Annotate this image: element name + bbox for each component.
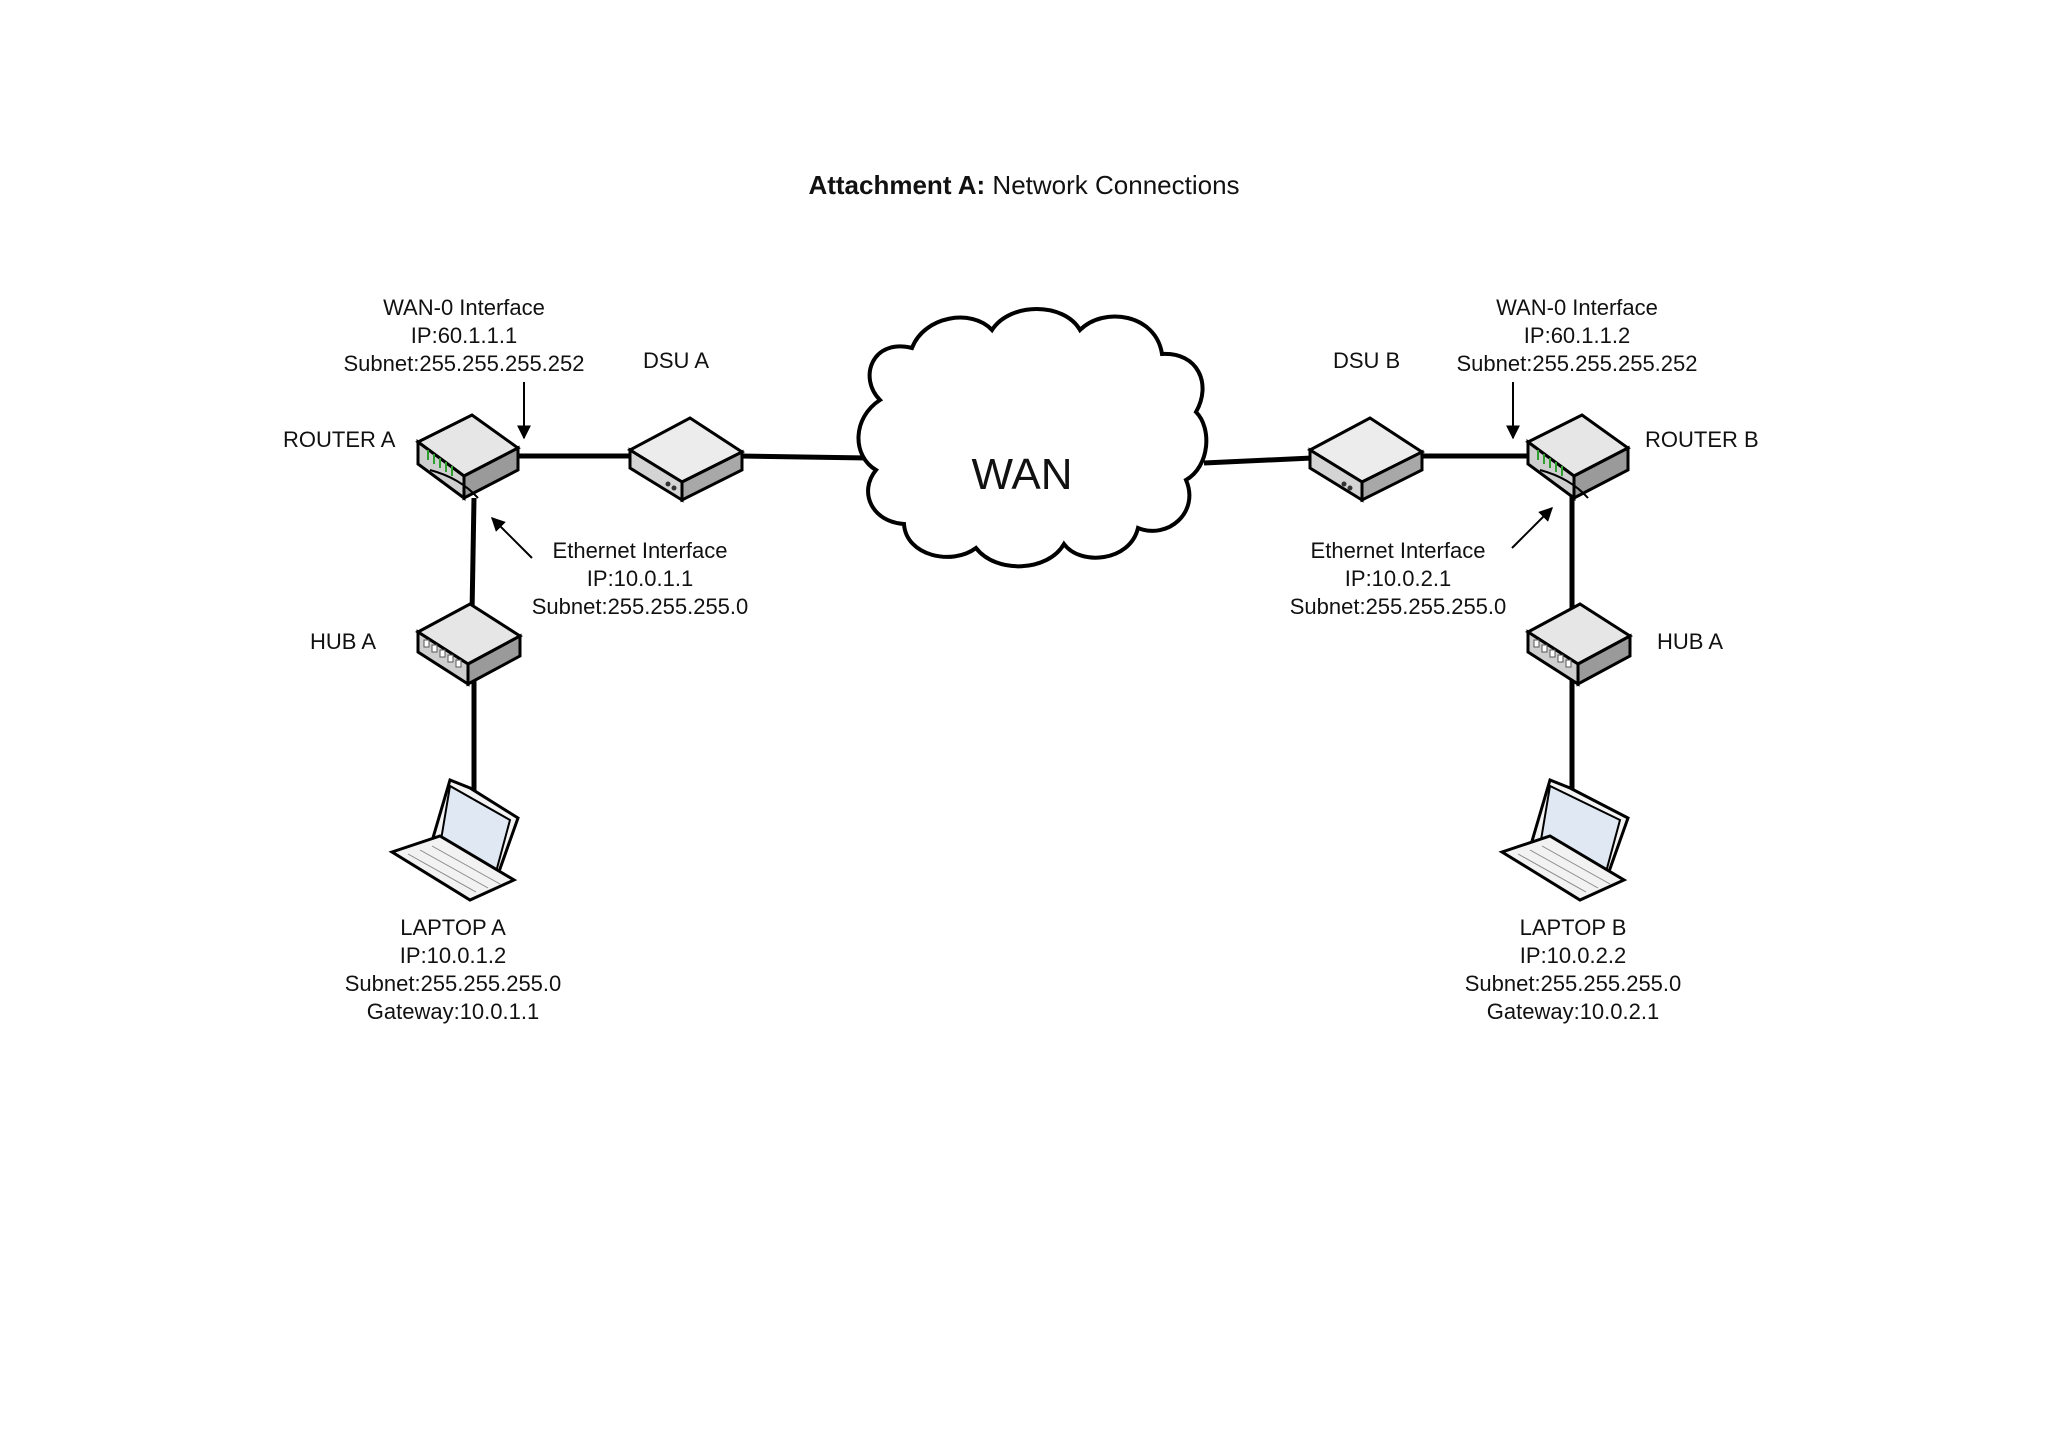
- link-dsu-a-wan: [739, 453, 869, 461]
- hub-right-label: HUB A: [1657, 629, 1724, 654]
- router-b-icon[interactable]: [1525, 413, 1631, 501]
- router-a-wan-ip: IP:60.1.1.1: [410, 323, 518, 348]
- router-b-wan-subnet: Subnet:255.255.255.252: [1456, 351, 1698, 376]
- router-a-label: ROUTER A: [283, 427, 396, 452]
- arrow-eth-a: [491, 517, 533, 559]
- router-b-wan-iface: WAN-0 Interface IP:60.1.1.2 Subnet:255.2…: [1456, 294, 1697, 378]
- laptop-a-name: LAPTOP A: [400, 915, 506, 940]
- laptop-b-subnet: Subnet:255.255.255.0: [1464, 971, 1682, 996]
- router-b-eth-name: Ethernet Interface: [1310, 538, 1486, 563]
- connection-lines: [469, 453, 1575, 792]
- wan-cloud-icon: [856, 307, 1209, 569]
- laptop-a-ip: IP:10.0.1.2: [399, 943, 507, 968]
- router-b-wan-name: WAN-0 Interface: [1496, 295, 1658, 320]
- link-router-a-hub: [469, 497, 477, 615]
- dsu-a-label: DSU A: [643, 348, 710, 373]
- router-b-eth-ip: IP:10.0.2.1: [1344, 566, 1452, 591]
- router-b-wan-ip: IP:60.1.1.2: [1523, 323, 1631, 348]
- router-b-label: ROUTER B: [1645, 427, 1759, 452]
- interface-arrows: [491, 382, 1553, 559]
- router-b-eth-iface: Ethernet Interface IP:10.0.2.1 Subnet:25…: [1290, 537, 1507, 621]
- arrow-eth-b: [1511, 507, 1553, 549]
- hub-left-label: HUB A: [310, 629, 377, 654]
- router-b-eth-subnet: Subnet:255.255.255.0: [1289, 594, 1507, 619]
- page-title: Attachment A: Network Connections: [808, 170, 1239, 201]
- laptop-b-icon[interactable]: [1498, 777, 1630, 902]
- laptop-b-name: LAPTOP B: [1519, 915, 1627, 940]
- router-a-eth-name: Ethernet Interface: [552, 538, 728, 563]
- router-a-wan-name: WAN-0 Interface: [383, 295, 545, 320]
- router-a-eth-iface: Ethernet Interface IP:10.0.1.1 Subnet:25…: [532, 537, 749, 621]
- router-a-icon[interactable]: [415, 413, 521, 501]
- router-a-wan-iface: WAN-0 Interface IP:60.1.1.1 Subnet:255.2…: [343, 294, 584, 378]
- wan-label: WAN: [971, 450, 1073, 499]
- router-a-eth-subnet: Subnet:255.255.255.0: [531, 594, 749, 619]
- title-rest: Network Connections: [992, 170, 1240, 200]
- hub-left-icon[interactable]: [415, 602, 523, 687]
- laptop-b-gateway: Gateway:10.0.2.1: [1486, 999, 1660, 1024]
- router-a-eth-ip: IP:10.0.1.1: [586, 566, 694, 591]
- laptop-a-gateway: Gateway:10.0.1.1: [366, 999, 540, 1024]
- laptop-a-subnet: Subnet:255.255.255.0: [344, 971, 562, 996]
- dsu-a-icon[interactable]: [626, 416, 746, 503]
- dsu-b-label: DSU B: [1333, 348, 1401, 373]
- title-bold: Attachment A:: [808, 170, 986, 200]
- laptop-b-ip: IP:10.0.2.2: [1519, 943, 1627, 968]
- link-wan-dsu-b: [1203, 455, 1313, 466]
- laptop-b-info: LAPTOP B IP:10.0.2.2 Subnet:255.255.255.…: [1465, 914, 1682, 1026]
- dsu-b-icon[interactable]: [1306, 416, 1426, 503]
- hub-right-icon[interactable]: [1525, 602, 1633, 687]
- router-a-wan-subnet: Subnet:255.255.255.252: [343, 351, 585, 376]
- laptop-a-info: LAPTOP A IP:10.0.1.2 Subnet:255.255.255.…: [345, 914, 562, 1026]
- laptop-a-icon[interactable]: [388, 777, 520, 902]
